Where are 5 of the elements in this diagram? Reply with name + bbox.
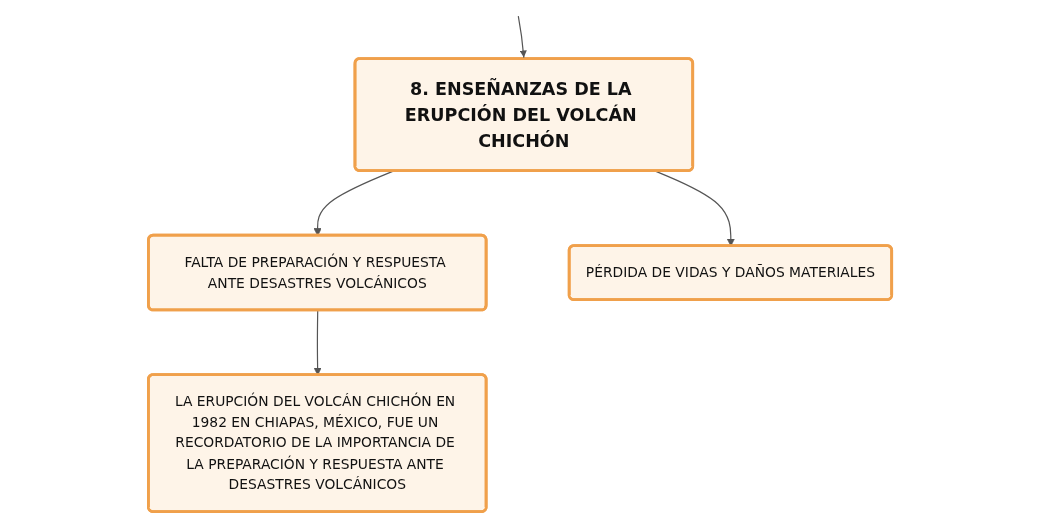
process-box: PÉRDIDA DE VIDAS Y DAÑOS MATERIALES [568, 244, 894, 301]
process-box: FALTA DE PREPARACIÓN Y RESPUESTA ANTE DESASTRES VOLCÁNICOS [147, 233, 488, 312]
arrow [518, 15, 528, 59]
title-box: 8. ENSEÑANZAS DE LA ERUPCIÓN DEL VOLCÁN CHICHÓN [354, 57, 695, 173]
process-box: LA ERUPCIÓN DEL VOLCÁN CHICHÓN EN 1982 EN CHIAPAS, MÉXICO, FUE UN RECORDATORIO DE LA IMPORTANCIA DE LA PREPARACIÓN Y RESPUESTA ANTE DESASTRES VOLCÁNICOS [147, 373, 488, 513]
